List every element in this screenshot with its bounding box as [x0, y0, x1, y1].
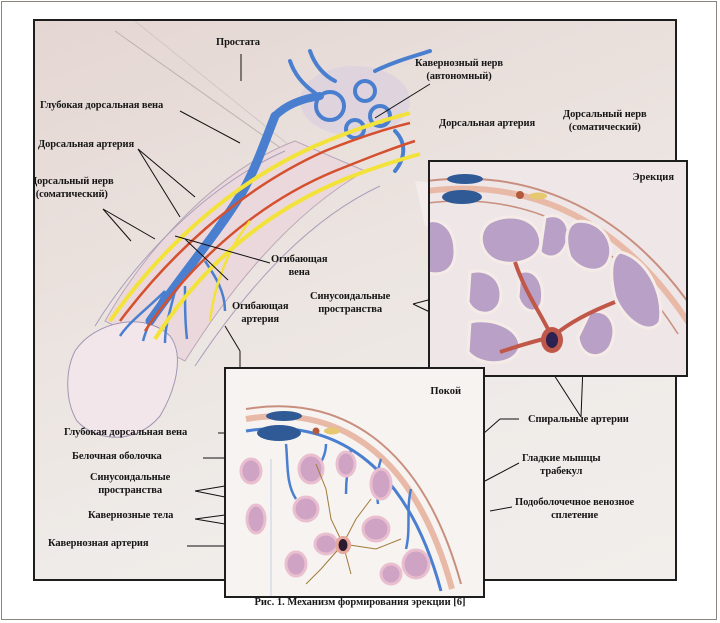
- dorsal-artery-section: [312, 427, 320, 435]
- deep-dorsal-vein-branch: [271, 92, 324, 120]
- label-circumflex-vein-line2: вена: [288, 266, 310, 278]
- label-rest-sinusoidal-spaces: Синусоидальные пространства: [90, 472, 170, 497]
- label-subtunical-line1: Подоболочечное венозное: [515, 497, 635, 508]
- label-tunica-albuginea: Белочная оболочка: [72, 451, 162, 462]
- label-sinusoidal-line2: пространства: [318, 303, 382, 315]
- cavernous-artery-lumen: [546, 332, 558, 348]
- dorsal-nerve: [108, 111, 411, 323]
- erection-inset-title: Эрекция: [632, 172, 674, 183]
- collapsed-sinusoids: [239, 450, 431, 586]
- label-rest-deep-dorsal-vein: Глубокая дорсальная вена: [64, 427, 188, 438]
- label-rest-sinusoidal-line1: Синусоидальные: [90, 472, 171, 483]
- label-trabecular-line2: трабекул: [540, 465, 583, 477]
- dorsal-nerve: [153, 152, 421, 341]
- superficial-vein: [447, 174, 483, 184]
- label-erection-dorsal-artery: Дорсальная артерия: [439, 118, 536, 129]
- dorsal-nerve-section: [324, 427, 340, 435]
- label-cavernous-nerve-line2: (автономный): [426, 70, 492, 82]
- leader-lines: [102, 54, 431, 371]
- label-cavernous-nerve-line1: Кавернозный нерв: [415, 58, 503, 69]
- dorsal-artery: [143, 139, 416, 332]
- superficial-vein: [266, 411, 302, 421]
- label-helicine-arteries: Спиральные артерии: [528, 414, 629, 425]
- deep-dorsal-vein-section: [442, 190, 482, 204]
- label-sinusoidal-line1: Синусоидальные: [310, 291, 391, 302]
- label-circumflex-vein-line1: Огибающая: [271, 254, 328, 265]
- rest-inset: Покой: [224, 367, 485, 598]
- label-rest-sinusoidal-line2: пространства: [98, 484, 162, 496]
- label-erection-dorsal-nerve: Дорсальный нерв (соматический): [563, 109, 647, 134]
- label-cavernous-artery: Кавернозная артерия: [48, 538, 149, 549]
- label-cavernous-nerve: Кавернозный нерв (автономный): [415, 58, 503, 83]
- tunica-albuginea: [430, 185, 686, 324]
- dorsal-artery-section: [516, 191, 524, 199]
- label-trabecular-smooth-muscle: Гладкие мышцы трабекул: [522, 453, 601, 478]
- label-dorsal-artery: Дорсальная артерия: [38, 139, 135, 150]
- nerve-branch: [208, 220, 251, 322]
- label-subtunical-line2: сплетение: [551, 509, 599, 521]
- label-circumflex-artery-line2: артерия: [241, 313, 280, 325]
- erection-cross-section-svg: [430, 162, 686, 375]
- label-subtunical-venous-plexus: Подоболочечное венозное сплетение: [515, 497, 634, 522]
- trabecular-smooth-muscle: [305, 463, 402, 585]
- rest-cross-section-svg: [226, 369, 483, 596]
- tunica-layer: [245, 405, 462, 585]
- label-dorsal-nerve-line1: Дорсальный нерв: [33, 176, 114, 187]
- label-erection-dorsal-nerve-line1: Дорсальный нерв: [563, 109, 647, 120]
- rest-inset-title: Покой: [430, 386, 461, 397]
- label-dorsal-nerve: Дорсальный нерв (соматический): [33, 176, 114, 201]
- label-cavernous-bodies: Кавернозные тела: [88, 510, 174, 521]
- dorsal-nerve-section: [529, 192, 547, 200]
- label-circumflex-artery: Огибающая артерия: [232, 301, 289, 326]
- label-dorsal-nerve-line2: (соматический): [35, 188, 108, 200]
- guide-line: [134, 21, 291, 147]
- label-deep-dorsal-vein: Глубокая дорсальная вена: [40, 100, 164, 111]
- label-erection-sinusoidal-spaces: Синусоидальные пространства: [310, 291, 390, 316]
- glans: [67, 321, 178, 438]
- label-erection-dorsal-nerve-line2: (соматический): [568, 121, 641, 133]
- shaft-outline: [194, 185, 381, 367]
- label-trabecular-line1: Гладкие мышцы: [522, 453, 601, 464]
- erection-inset: Эрекция: [428, 160, 688, 377]
- cavernous-artery-lumen: [338, 539, 348, 551]
- label-circumflex-vein: Огибающая вена: [271, 254, 328, 279]
- label-circumflex-artery-line1: Огибающая: [232, 301, 289, 312]
- deep-dorsal-vein: [145, 111, 280, 326]
- figure-caption: Рис. 1. Механизм формирования эрекции [6…: [254, 597, 466, 608]
- guide-line: [114, 30, 286, 152]
- deep-dorsal-vein-section: [257, 425, 301, 441]
- label-prostate: Простата: [216, 37, 260, 48]
- dorsal-artery: [119, 121, 411, 322]
